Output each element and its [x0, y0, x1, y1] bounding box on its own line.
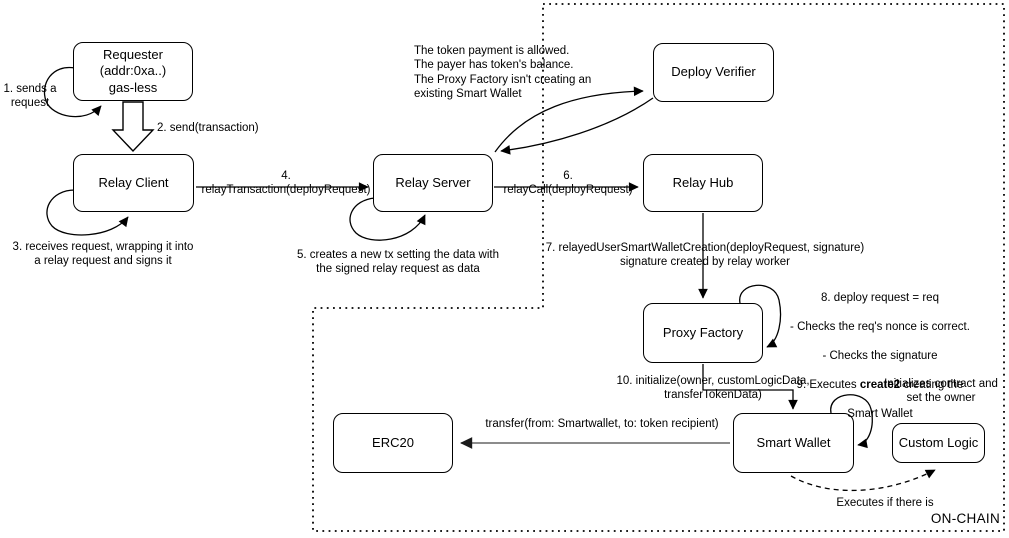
- node-relay-server: Relay Server: [373, 154, 493, 212]
- label-step3: 3. receives request, wrapping it into a …: [12, 241, 194, 268]
- node-custom-logic-label: Custom Logic: [898, 434, 979, 450]
- node-relay-hub-label: Relay Hub: [672, 174, 734, 190]
- node-custom-logic: Custom Logic: [892, 423, 985, 463]
- label-step9-bold: create2: [859, 379, 901, 392]
- node-erc20: ERC20: [333, 413, 453, 473]
- node-requester-label: Requester (addr:0xa..) gas-less: [99, 47, 167, 95]
- node-proxy-factory-label: Proxy Factory: [662, 324, 744, 340]
- loop-smart-wallet: [830, 394, 873, 449]
- node-requester: Requester (addr:0xa..) gas-less: [73, 42, 193, 101]
- label-step7: 7. relayedUserSmartWalletCreation(deploy…: [545, 242, 865, 269]
- label-step8-9: 8. deploy request = req - Checks the req…: [765, 277, 995, 436]
- label-onchain: ON-CHAIN: [930, 511, 1000, 526]
- label-step1: 1. sends a request: [3, 83, 57, 110]
- node-smart-wallet: Smart Wallet: [733, 413, 854, 473]
- label-step9-line1: 9. Executes create2 creating the: [765, 378, 995, 392]
- label-step10: 10. initialize(owner, customLogicData, t…: [616, 375, 810, 402]
- label-executes: Executes if there is: [836, 497, 934, 509]
- loop-proxy-factory-checks: [739, 284, 782, 348]
- label-step4: 4. relayTransaction(deployRequest): [201, 170, 371, 197]
- label-step9-pre: 9. Executes: [796, 379, 860, 392]
- label-step9-line2: Smart Wallet: [847, 408, 913, 421]
- arc-verifier-to-server: [500, 97, 654, 155]
- label-step8-line2: - Checks the req's nonce is correct.: [790, 321, 970, 334]
- node-relay-hub: Relay Hub: [643, 154, 763, 212]
- label-init-owner: Initializes contract and set the owner: [884, 378, 998, 405]
- arrow-executes-custom-logic: [790, 469, 936, 492]
- label-step6: 6. relayCall(deployRequest): [503, 170, 633, 197]
- node-deploy-verifier-label: Deploy Verifier: [671, 64, 756, 80]
- label-step5: 5. creates a new tx setting the data wit…: [296, 249, 499, 276]
- loop-relay-client-wrap-sign: [46, 189, 129, 236]
- node-erc20-label: ERC20: [372, 434, 414, 450]
- arrow-initialize: [702, 364, 798, 410]
- label-step9-post: creating the: [900, 379, 964, 392]
- label-step2: 2. send(transaction): [157, 122, 259, 134]
- loop-requester-sends-request: [43, 66, 102, 118]
- node-relay-client: Relay Client: [73, 154, 194, 212]
- label-step8-line1: 8. deploy request = req: [821, 292, 939, 305]
- node-relay-client-label: Relay Client: [98, 174, 169, 190]
- node-deploy-verifier: Deploy Verifier: [653, 43, 774, 102]
- node-proxy-factory: Proxy Factory: [643, 303, 763, 363]
- loop-relay-server-new-tx: [349, 197, 426, 241]
- label-verifier-note: The token payment is allowed. The payer …: [414, 45, 592, 101]
- node-smart-wallet-label: Smart Wallet: [756, 434, 831, 450]
- node-relay-server-label: Relay Server: [395, 174, 471, 190]
- label-step8-line3: - Checks the signature: [822, 350, 938, 363]
- arc-server-to-verifier: [494, 86, 644, 153]
- label-transfer: transfer(from: Smartwallet, to: token re…: [485, 418, 719, 430]
- block-arrow-send-transaction: [111, 101, 155, 153]
